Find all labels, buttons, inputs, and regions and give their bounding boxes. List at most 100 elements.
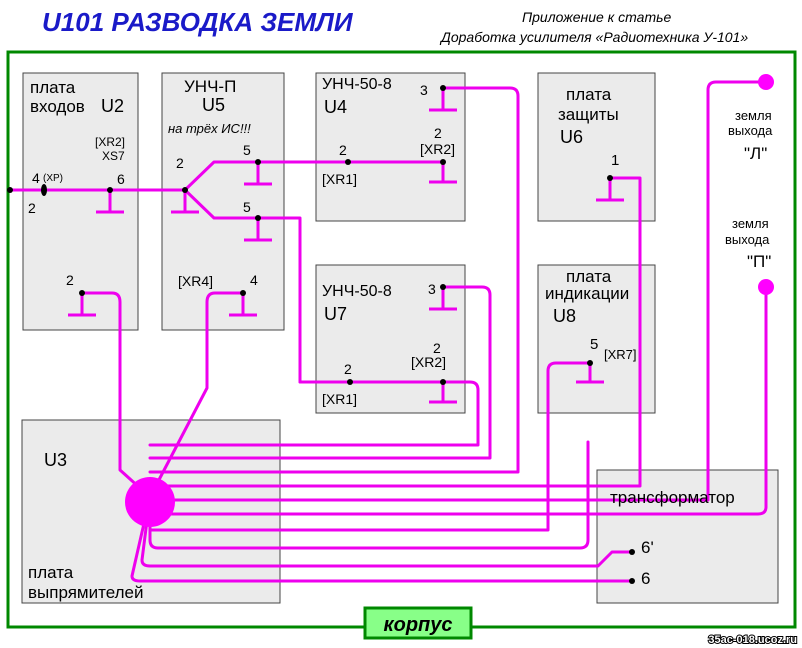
u7-pin2-xr1: 2 (344, 361, 352, 377)
u3-label-line2: выпрямителей (28, 583, 143, 602)
u7-conn-xr1: [XR1] (322, 391, 357, 407)
dot-u5-pin5-top (255, 159, 261, 165)
dot-u8-pin5 (587, 360, 593, 366)
output-right-line3: "П" (747, 252, 771, 271)
wire-out-left-to-hub (148, 80, 768, 502)
dot-u5-pin2 (182, 187, 188, 193)
dot-u2-gnd (79, 290, 85, 296)
u2-conn2: XS7 (102, 149, 125, 163)
wire-u4-to-hub (148, 86, 520, 474)
u4-pin2-xr1: 2 (339, 142, 347, 158)
transformer-name: трансформатор (610, 488, 735, 507)
output-left-line3: "Л" (744, 144, 767, 163)
wire-out-right-to-hub (148, 285, 768, 516)
connection-dots (7, 85, 635, 584)
wire-u8-to-hub (148, 361, 592, 532)
dot-u5-pin5-mid (255, 215, 261, 221)
u2-pin-in-tag: (XP) (43, 173, 63, 184)
u7-name: U7 (324, 304, 347, 324)
u6-name: U6 (560, 127, 583, 147)
dot-u5-gnd (240, 290, 246, 296)
output-left-terminal[interactable] (758, 74, 774, 90)
u5-conn: [XR4] (178, 273, 213, 289)
output-right-terminal[interactable] (758, 279, 774, 295)
u8-conn: [XR7] (604, 347, 637, 362)
dot-u4-xr1 (345, 159, 351, 165)
u2-pin-in: 4 (32, 170, 40, 186)
u4-pin3: 3 (420, 82, 428, 98)
board-u5-box (161, 72, 285, 331)
output-right-line2: выхода (725, 232, 770, 247)
dot-u7-pin3 (440, 284, 446, 290)
u5-label-line1: УНЧ-П (184, 77, 236, 96)
board-u4-box (315, 72, 466, 222)
watermark: 35ac-018.ucoz.ru (708, 634, 797, 646)
u4-conn-xr2: [XR2] (420, 141, 455, 157)
u8-label-line1: плата (566, 267, 612, 286)
u7-label-line1: УНЧ-50-8 (322, 283, 392, 300)
board-u6-box (537, 72, 656, 222)
diagram-title: U101 РАЗВОДКА ЗЕМЛИ (42, 7, 354, 37)
u7-pin3: 3 (428, 281, 436, 297)
u2-label-line1: плата (30, 78, 76, 97)
u2-name: U2 (101, 96, 124, 116)
u5-name: U5 (202, 95, 225, 115)
chassis-label: корпус (383, 614, 452, 636)
wire-u7-to-hub (148, 285, 492, 460)
output-left-line2: выхода (728, 123, 773, 138)
rectifier-ground-hub (125, 477, 175, 527)
wire-u6-to-hub (148, 176, 642, 488)
u3-label-line1: плата (28, 563, 74, 582)
output-right-line1: земля (732, 216, 769, 231)
u4-label-line1: УНЧ-50-8 (322, 76, 392, 93)
u8-label-line2: индикации (545, 284, 629, 303)
ground-bars (68, 108, 624, 404)
u8-pin: 5 (590, 336, 598, 353)
dot-transformer-6b (629, 578, 635, 584)
dot-u2-pin4 (41, 184, 47, 196)
u5-pin-gnd: 4 (250, 272, 258, 288)
dot-u4-pin3 (440, 85, 446, 91)
u5-pin-mid: 5 (243, 199, 251, 215)
chassis-label-box (363, 606, 473, 640)
u3-name: U3 (44, 450, 67, 470)
dot-u2-pin6 (107, 187, 113, 193)
board-u8-box (537, 264, 656, 414)
transformer-pin-b: 6 (641, 569, 650, 588)
u2-label-line2: входов (30, 97, 85, 116)
board-u7-box (315, 264, 466, 414)
u4-name: U4 (324, 97, 347, 117)
wire-u7-xr1-to-hub (148, 380, 480, 447)
dot-input (7, 187, 13, 193)
article-note-line1: Приложение к статье (522, 9, 671, 25)
u8-name: U8 (553, 306, 576, 326)
transformer-pin-a: 6' (641, 538, 654, 557)
wire-transformer-6a (140, 495, 634, 568)
u2-pin-out: 6 (117, 171, 125, 187)
u2-pin-in-low: 2 (28, 200, 36, 216)
u7-conn-xr2: [XR2] (411, 354, 446, 370)
board-u2-box (22, 72, 139, 331)
dot-u4-xr2 (440, 159, 446, 165)
u7-pin2-xr2: 2 (433, 340, 441, 356)
u2-pin-gnd: 2 (66, 272, 74, 288)
dot-u7-xr1 (347, 379, 353, 385)
u2-conn1: [XR2] (95, 135, 125, 149)
u5-pin-top: 5 (243, 142, 251, 158)
u4-pin2-xr2: 2 (434, 125, 442, 141)
u6-pin: 1 (611, 152, 619, 169)
wire-u5-to-hub (148, 291, 245, 499)
u5-pin-in: 2 (176, 155, 184, 171)
wire-u2-to-hub (80, 291, 152, 499)
u4-conn-xr1: [XR1] (322, 171, 357, 187)
u6-label-line1: плата (566, 85, 612, 104)
wire-transformer-6b (130, 495, 634, 583)
wire-u3-loop-1 (148, 440, 590, 550)
u6-label-line2: защиты (558, 105, 619, 124)
dot-transformer-6a (629, 549, 635, 555)
output-left-line1: земля (735, 108, 772, 123)
article-note-line2: Доработка усилителя «Радиотехника У-101» (439, 29, 748, 45)
dot-u6-pin1 (607, 175, 613, 181)
u5-note: на трёх ИС!!! (168, 121, 251, 136)
